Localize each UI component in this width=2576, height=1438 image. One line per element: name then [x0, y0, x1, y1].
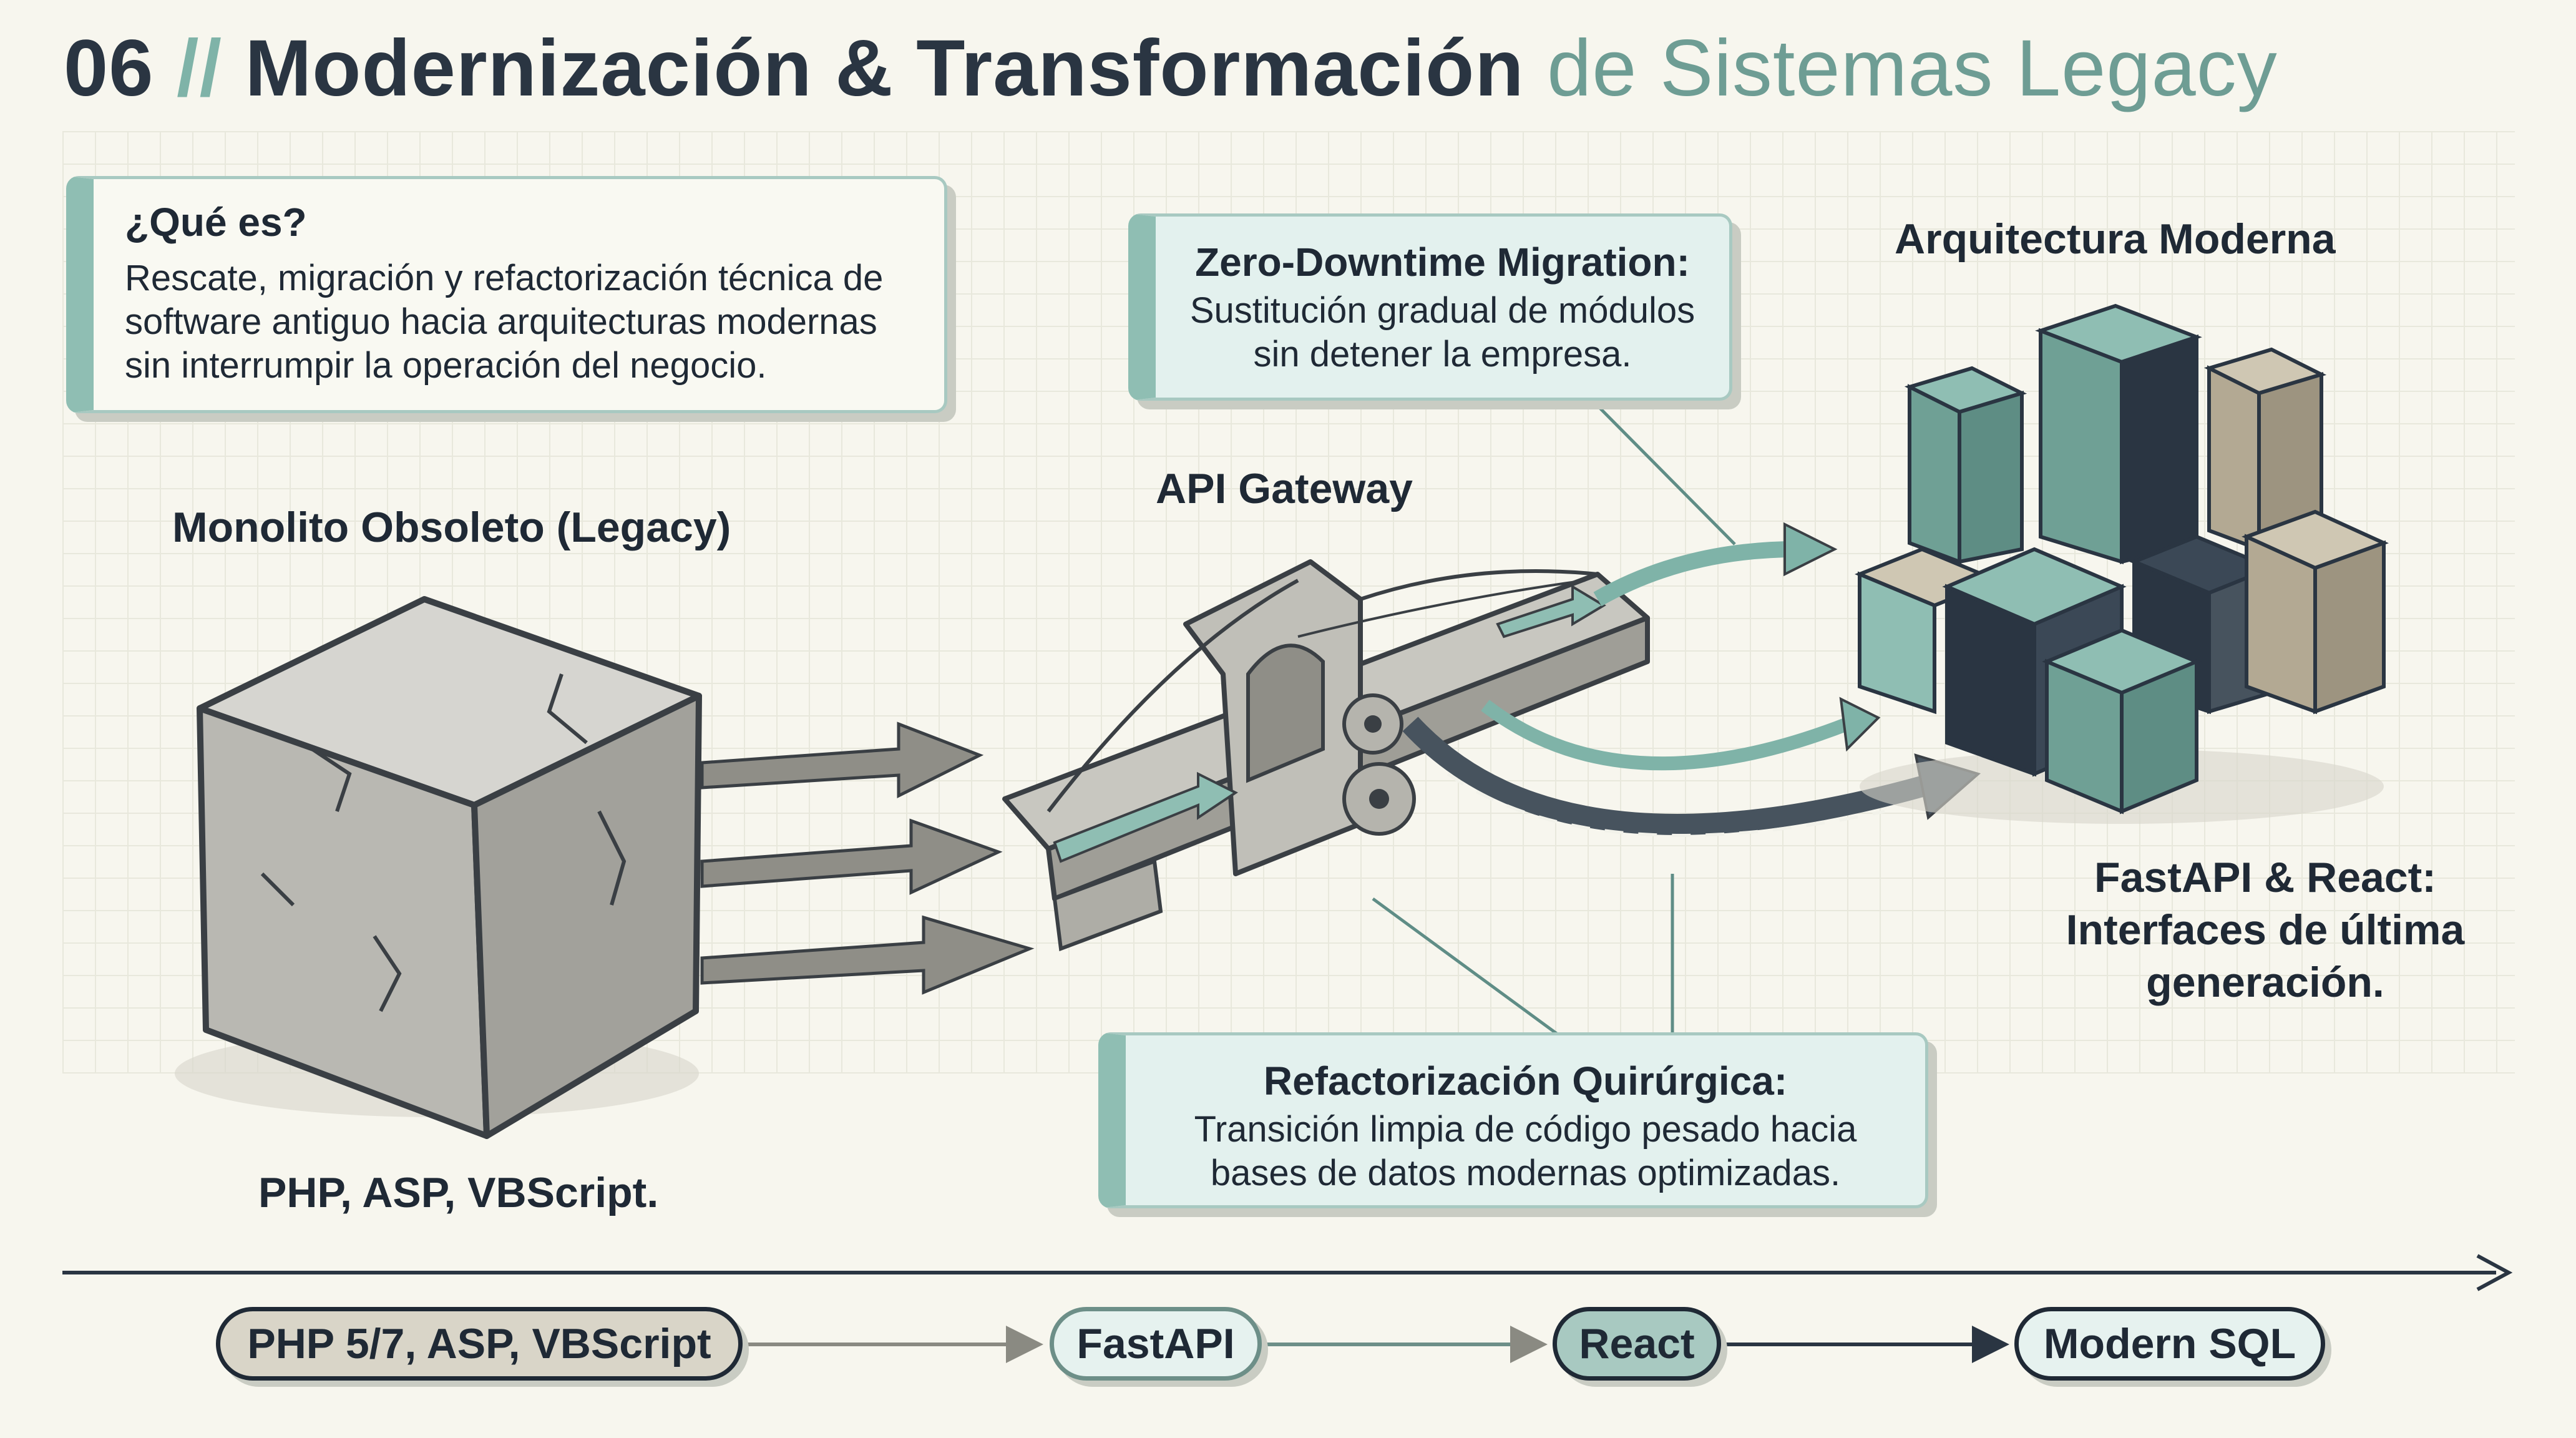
api-gateway-bridge	[1002, 559, 1650, 952]
page-title: 06 // Modernización & Transformación de …	[64, 22, 2278, 114]
legacy-tech-label: PHP, ASP, VBScript.	[258, 1169, 659, 1216]
timeline-axis	[62, 1271, 2496, 1274]
connector-refac	[1372, 897, 1561, 1038]
title-number: 06	[64, 24, 154, 113]
modern-tech-line-1: FastAPI & React:	[2094, 854, 2436, 901]
title-slashes: //	[176, 24, 223, 113]
title-accent: de Sistemas Legacy	[1547, 24, 2278, 113]
refactorizacion-heading: Refactorización Quirúrgica:	[1263, 1059, 1788, 1103]
zero-downtime-line-1: Sustitución gradual de módulos	[1189, 290, 1695, 331]
what-is-heading: ¿Qué es?	[125, 200, 307, 245]
api-gateway-label: API Gateway	[1156, 465, 1413, 512]
what-is-line-2: software antiguo hacia arquitecturas mod…	[125, 301, 877, 342]
modern-tech-label: FastAPI & React: Interfaces de última ge…	[1885, 851, 2576, 1009]
timeline-step-react: React	[1553, 1307, 1721, 1381]
timeline-step-legacy: PHP 5/7, ASP, VBScript	[216, 1307, 743, 1381]
monolith-label: Monolito Obsoleto (Legacy)	[172, 504, 731, 551]
refactorizacion-line-2: bases de datos modernas optimizadas.	[1210, 1153, 1841, 1193]
refactorizacion-line-1: Transición limpia de código pesado hacia	[1194, 1109, 1857, 1150]
timeline-step-modern-sql: Modern SQL	[2014, 1307, 2325, 1381]
timeline-arrowhead	[2476, 1254, 2513, 1291]
modern-architecture-label: Arquitectura Moderna	[1895, 215, 2336, 263]
what-is-line-3: sin interrumpir la operación del negocio…	[125, 345, 767, 386]
title-main: Modernización & Transformación	[245, 24, 1525, 113]
timeline-step-fastapi: FastAPI	[1050, 1307, 1262, 1381]
monolith-cube	[175, 596, 702, 1139]
what-is-line-1: Rescate, migración y refactorización téc…	[125, 258, 884, 298]
zero-downtime-card: Zero-Downtime Migration: Sustitución gra…	[1128, 213, 1732, 401]
modern-architecture-blocks	[1855, 303, 2389, 824]
legacy-arrows	[700, 721, 1035, 995]
modern-tech-line-3: generación.	[2146, 959, 2384, 1006]
connector-zero	[1596, 404, 1736, 545]
what-is-card: ¿Qué es? Rescate, migración y refactoriz…	[66, 176, 947, 413]
zero-downtime-heading: Zero-Downtime Migration:	[1195, 240, 1690, 285]
zero-downtime-line-2: sin detener la empresa.	[1253, 334, 1632, 374]
modern-tech-line-2: Interfaces de última	[2066, 906, 2465, 954]
refactorizacion-card: Refactorización Quirúrgica: Transición l…	[1098, 1032, 1928, 1208]
